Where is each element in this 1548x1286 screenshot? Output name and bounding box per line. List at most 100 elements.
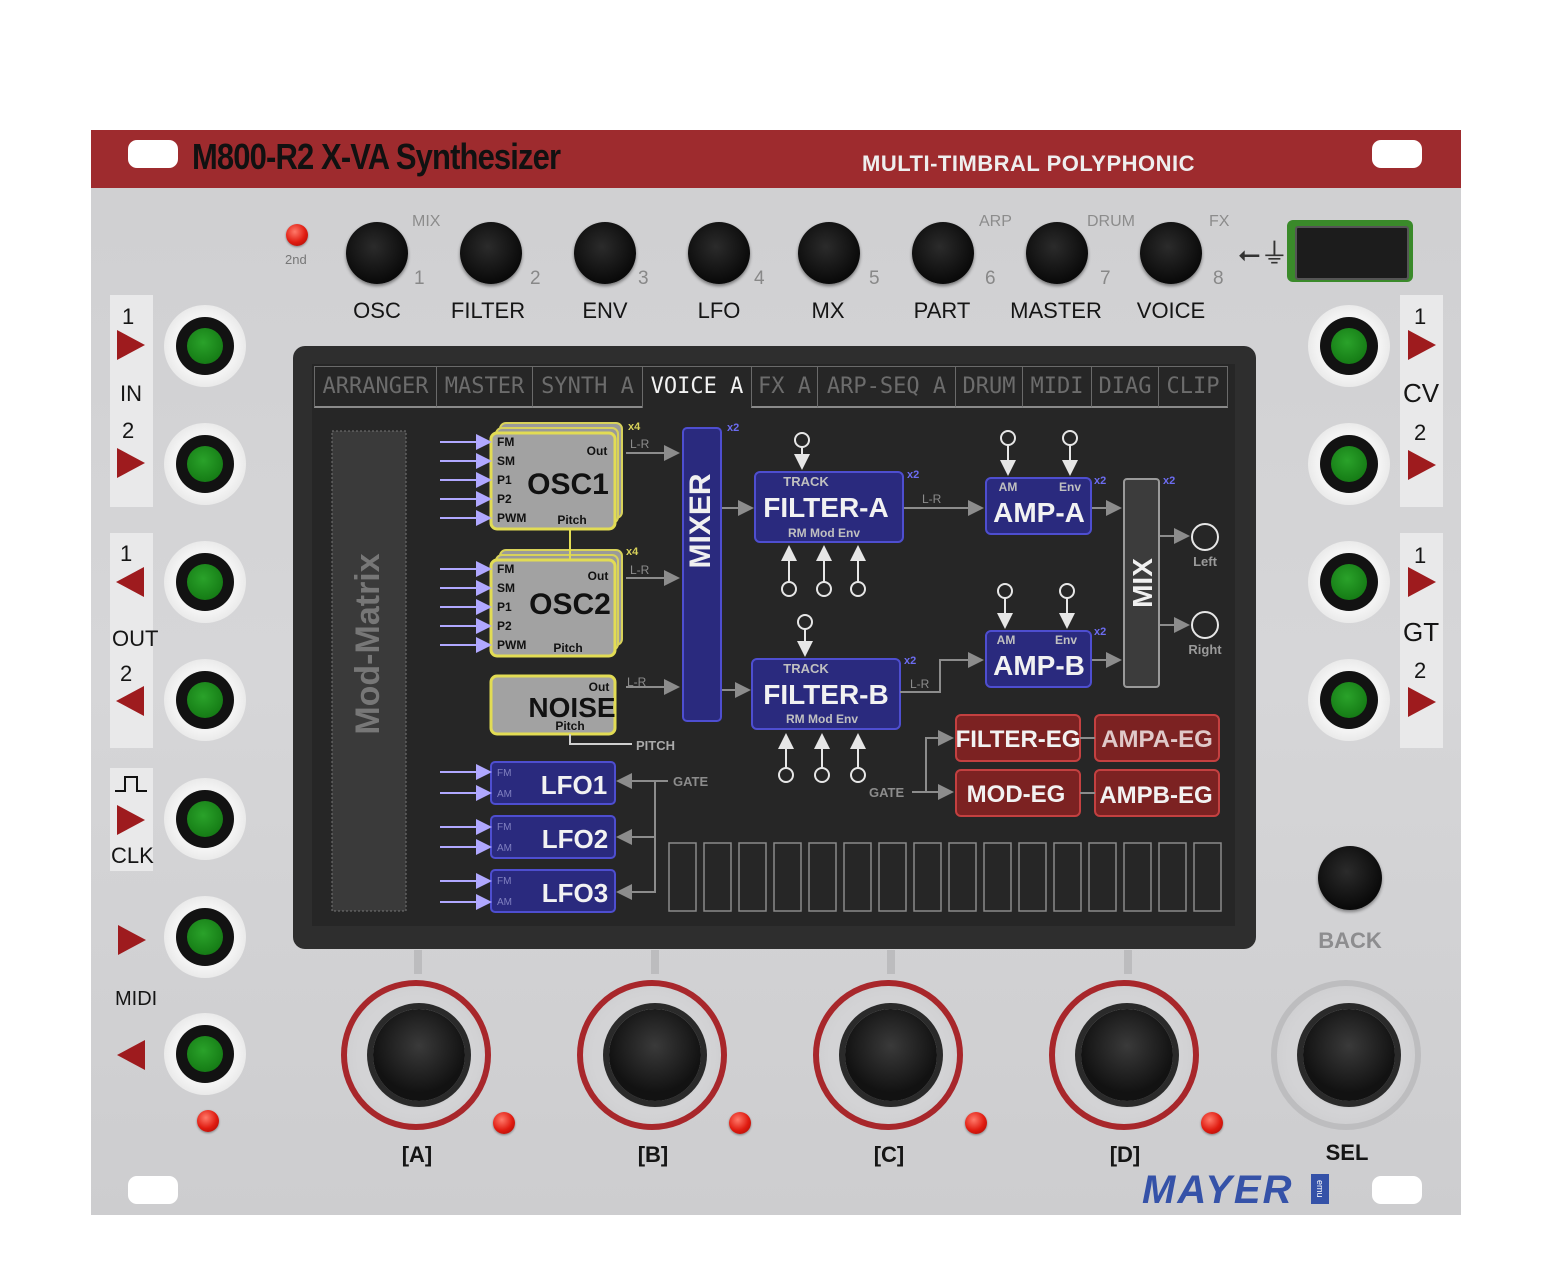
header-bar bbox=[91, 130, 1461, 188]
osc-alt-label: MIX bbox=[412, 213, 441, 230]
tab-diag[interactable]: DIAG bbox=[1091, 366, 1159, 408]
second-function-led bbox=[286, 224, 308, 246]
knob-a-label: [A] bbox=[401, 1142, 433, 1167]
mx-number: 5 bbox=[869, 268, 880, 289]
knob-a[interactable] bbox=[373, 1009, 465, 1101]
module-subtitle: MULTI-TIMBRAL POLYPHONIC bbox=[862, 151, 1196, 176]
osc2-lr-label: L-R bbox=[630, 563, 650, 577]
midi-label: MIDI bbox=[115, 988, 158, 1010]
osc1-in-p2: P2 bbox=[497, 492, 512, 506]
in-2-jack[interactable] bbox=[164, 423, 246, 505]
osc1-in-pwm: PWM bbox=[497, 511, 526, 525]
back-button[interactable] bbox=[1318, 846, 1382, 910]
master-alt-label: DRUM bbox=[1087, 213, 1135, 230]
osc2-in-pwm: PWM bbox=[497, 638, 526, 652]
back-label: BACK bbox=[1318, 928, 1382, 953]
step-cells bbox=[668, 842, 1222, 912]
filter-label: FILTER bbox=[450, 298, 526, 323]
out-2-jack[interactable] bbox=[164, 659, 246, 741]
tab-synth-a[interactable]: SYNTH A bbox=[532, 366, 643, 408]
osc-button[interactable] bbox=[346, 222, 408, 284]
output-arrow-icon bbox=[1408, 567, 1436, 597]
osc2-in-sm: SM bbox=[497, 581, 515, 595]
tab-voice-a[interactable]: VOICE A bbox=[642, 366, 752, 408]
knob-c[interactable] bbox=[845, 1009, 937, 1101]
out-1-jack[interactable] bbox=[164, 541, 246, 623]
tab-midi[interactable]: MIDI bbox=[1022, 366, 1092, 408]
knob-d-led bbox=[1201, 1112, 1223, 1134]
osc1-in-p1: P1 bbox=[497, 473, 512, 487]
tab-arp-seq-a[interactable]: ARP-SEQ A bbox=[817, 366, 956, 408]
cv-1-jack[interactable] bbox=[1308, 305, 1390, 387]
osc2-in-fm: FM bbox=[497, 562, 514, 576]
filter-b-block: TRACK FILTER-B RM Mod Env x2 bbox=[751, 655, 916, 730]
amp-b-mult: x2 bbox=[1094, 626, 1106, 638]
clk-jack[interactable] bbox=[164, 778, 246, 860]
brand-logo-sub: emu bbox=[1311, 1174, 1329, 1204]
tab-master[interactable]: MASTER bbox=[436, 366, 533, 408]
osc2-input-arrows bbox=[440, 561, 492, 653]
lfo1-name: LFO1 bbox=[541, 770, 607, 800]
in-label: IN bbox=[120, 381, 142, 406]
tab-drum[interactable]: DRUM bbox=[955, 366, 1023, 408]
osc1-name: OSC1 bbox=[527, 468, 609, 501]
cv-2-number: 2 bbox=[1414, 420, 1427, 445]
knob-post bbox=[651, 950, 659, 974]
noise-out: Out bbox=[589, 680, 610, 694]
gt-2-jack[interactable] bbox=[1308, 659, 1390, 741]
filter-a-inputs: RM Mod Env bbox=[788, 526, 860, 540]
lfo-button[interactable] bbox=[688, 222, 750, 284]
voice-number: 8 bbox=[1213, 268, 1224, 289]
midi-in-jack[interactable] bbox=[164, 896, 246, 978]
output-arrow-icon bbox=[116, 686, 144, 716]
sel-knob[interactable] bbox=[1303, 1009, 1395, 1101]
usb-port[interactable] bbox=[1287, 220, 1413, 282]
env-label: ENV bbox=[582, 298, 628, 323]
in-1-number: 1 bbox=[122, 304, 135, 329]
tab-fx-a[interactable]: FX A bbox=[751, 366, 818, 408]
cv-label: CV bbox=[1403, 378, 1440, 408]
tab-clip[interactable]: CLIP bbox=[1158, 366, 1228, 408]
osc1-pitch: Pitch bbox=[557, 513, 586, 527]
eg-gate-label: GATE bbox=[869, 785, 904, 800]
amp-b-am: AM bbox=[997, 633, 1016, 647]
output-arrow-icon bbox=[116, 567, 144, 597]
cv-1-number: 1 bbox=[1414, 304, 1427, 329]
lcd-display: ARRANGER MASTER SYNTH A VOICE A FX A ARP… bbox=[312, 364, 1235, 926]
module-title: M800-R2 X-VA Synthesizer bbox=[192, 136, 561, 177]
left-output-label: Left bbox=[1193, 554, 1218, 569]
osc2-in-p1: P1 bbox=[497, 600, 512, 614]
filter-b-track: TRACK bbox=[783, 661, 829, 676]
part-button[interactable] bbox=[912, 222, 974, 284]
env-button[interactable] bbox=[574, 222, 636, 284]
filter-a-mult: x2 bbox=[907, 469, 919, 481]
lfo1-block: FM AM LFO1 bbox=[490, 761, 616, 805]
knob-d[interactable] bbox=[1081, 1009, 1173, 1101]
in-2-number: 2 bbox=[122, 418, 135, 443]
env-number: 3 bbox=[638, 268, 649, 289]
amp-a-name: AMP-A bbox=[993, 497, 1085, 528]
ampb-eg-block: AMPB-EG bbox=[1094, 769, 1220, 817]
voice-button[interactable] bbox=[1140, 222, 1202, 284]
cv-2-jack[interactable] bbox=[1308, 423, 1390, 505]
mx-button[interactable] bbox=[798, 222, 860, 284]
master-label: MASTER bbox=[1010, 298, 1102, 323]
filter-a-lr-label: L-R bbox=[922, 492, 942, 506]
filter-eg-name: FILTER-EG bbox=[956, 726, 1081, 753]
tab-arranger[interactable]: ARRANGER bbox=[314, 366, 437, 408]
osc1-lr-label: L-R bbox=[630, 437, 650, 451]
knob-b[interactable] bbox=[609, 1009, 701, 1101]
amp-b-env: Env bbox=[1055, 633, 1077, 647]
mount-slot bbox=[1372, 140, 1422, 168]
knob-b-led bbox=[729, 1112, 751, 1134]
in-1-jack[interactable] bbox=[164, 305, 246, 387]
mount-slot bbox=[128, 1176, 178, 1204]
filter-button[interactable] bbox=[460, 222, 522, 284]
filter-a-name: FILTER-A bbox=[763, 492, 888, 523]
gt-1-jack[interactable] bbox=[1308, 541, 1390, 623]
midi-out-jack[interactable] bbox=[164, 1013, 246, 1095]
mixer-block: MIXER x2 bbox=[682, 422, 739, 722]
mixer-label: MIXER bbox=[684, 473, 717, 568]
ampa-eg-block: AMPA-EG bbox=[1094, 714, 1220, 762]
master-button[interactable] bbox=[1026, 222, 1088, 284]
